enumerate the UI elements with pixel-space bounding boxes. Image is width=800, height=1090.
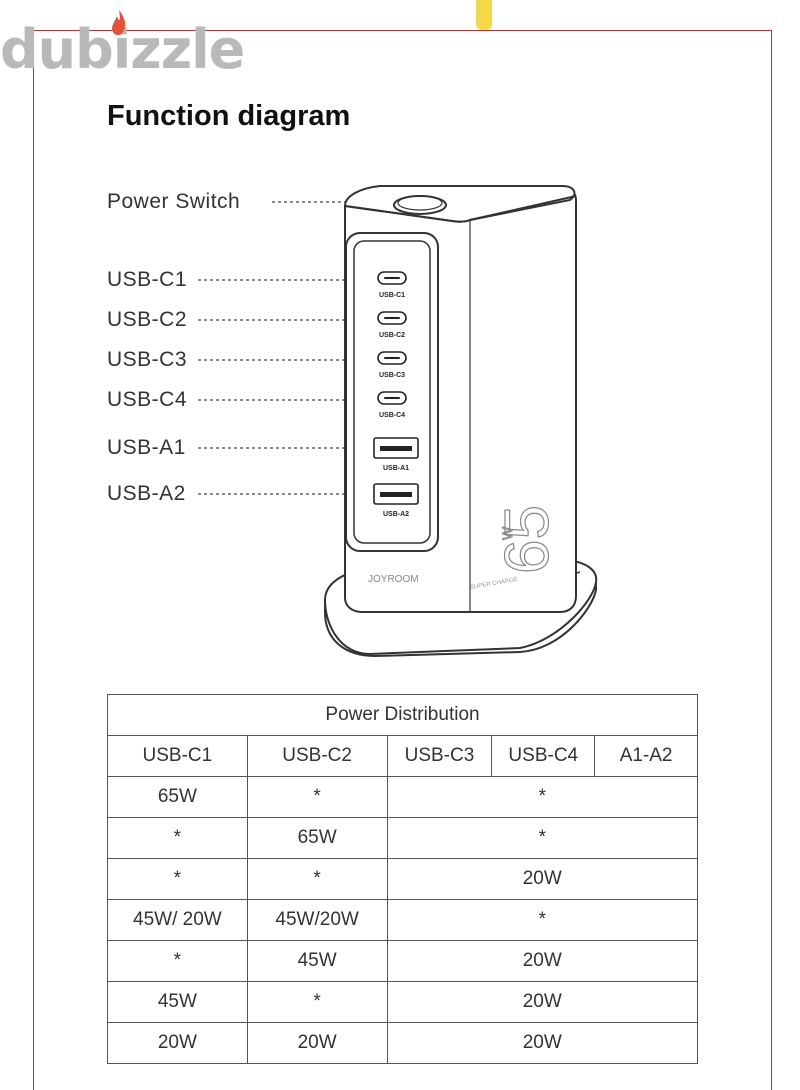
header-a1-a2: A1-A2 (594, 735, 698, 777)
label-usb-c3: USB-C3 (107, 348, 188, 371)
cell: * (246, 981, 388, 1023)
cell: 20W (246, 1022, 388, 1064)
label-usb-a1: USB-A1 (107, 436, 186, 459)
usb-c-port-tongues (384, 277, 400, 399)
brand-logo: JOYROOM (368, 574, 419, 585)
cell: * (386, 899, 699, 941)
label-usb-c2: USB-C2 (107, 308, 188, 331)
cell: * (107, 817, 248, 859)
cell: 65W (107, 776, 248, 818)
cell: * (107, 858, 248, 900)
charger-diagram: USB-C1 USB-C2 USB-C3 USB-C4 USB-A1 USB-A… (198, 185, 598, 658)
table-row: * * 20W (107, 858, 699, 900)
usb-c-ports (377, 271, 407, 405)
frame-right-line (771, 30, 772, 1090)
engraving-usb-c1: USB-C1 (379, 292, 405, 299)
cell: * (246, 858, 388, 900)
engraving-usb-c2: USB-C2 (379, 332, 405, 339)
table-row: 45W * 20W (107, 981, 699, 1023)
label-power-switch: Power Switch (107, 190, 241, 213)
cell: 20W (386, 1022, 699, 1064)
engraving-usb-a2: USB-A2 (383, 511, 409, 518)
flame-icon (112, 10, 126, 35)
usb-a-port-tongues (380, 446, 412, 497)
cell: * (386, 817, 699, 859)
cell: 45W (246, 940, 388, 982)
cell: 20W (386, 940, 699, 982)
table-row: 65W * * (107, 776, 699, 818)
table-row: * 45W 20W (107, 940, 699, 982)
header-usb-c4: USB-C4 (491, 735, 596, 777)
cell: * (386, 776, 699, 818)
table-header-row: USB-C1 USB-C2 USB-C3 USB-C4 A1-A2 (107, 735, 698, 777)
cell: 45W (107, 981, 248, 1023)
frame-left-line (33, 30, 34, 1090)
table-row: 20W 20W 20W (107, 1022, 699, 1064)
page-title: Function diagram (107, 100, 351, 132)
label-usb-c4: USB-C4 (107, 388, 188, 411)
engraving-usb-c4: USB-C4 (379, 412, 405, 419)
cell: 65W (246, 817, 388, 859)
wattage-unit: W (499, 526, 515, 540)
table-title: Power Distribution (107, 694, 698, 736)
header-usb-c3: USB-C3 (386, 735, 493, 777)
header-usb-c2: USB-C2 (246, 735, 388, 777)
header-usb-c1: USB-C1 (107, 735, 248, 777)
dubizzle-logo[interactable]: dubizzle (0, 10, 245, 80)
yellow-marker (476, 0, 492, 30)
cell: 45W/20W (246, 899, 388, 941)
cell: 20W (386, 858, 699, 900)
cell: * (107, 940, 248, 982)
cell: 20W (386, 981, 699, 1023)
cell: 45W/ 20W (107, 899, 248, 941)
cell: 20W (107, 1022, 248, 1064)
table-row: * 65W * (107, 817, 699, 859)
engraving-usb-c3: USB-C3 (379, 372, 405, 379)
leader-lines (198, 201, 390, 495)
wattage-mark: 65 (493, 505, 562, 574)
engraving-usb-a1: USB-A1 (383, 465, 409, 472)
cell: * (246, 776, 388, 818)
frame-top-line (33, 30, 772, 31)
label-usb-c1: USB-C1 (107, 268, 188, 291)
label-usb-a2: USB-A2 (107, 482, 186, 505)
table-row: 45W/ 20W 45W/20W * (107, 899, 699, 941)
power-distribution-table: Power Distribution USB-C1 USB-C2 USB-C3 … (107, 694, 699, 1064)
